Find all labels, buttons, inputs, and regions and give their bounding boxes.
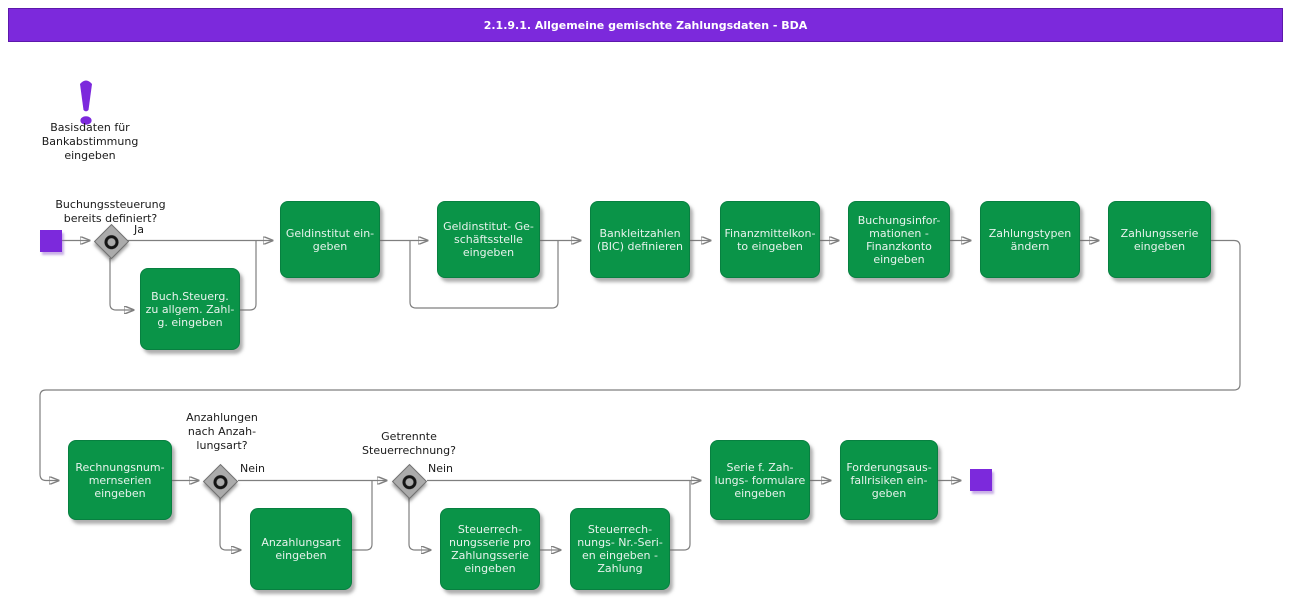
start-node — [40, 230, 62, 252]
task-anzahlungsart-eingeben[interactable]: Anzahlungsart eingeben — [250, 508, 352, 590]
decision-2-question: Anzahlungen nach Anzah- lungsart? — [186, 411, 258, 452]
task-bankleitzahlen-definieren[interactable]: Bankleitzahlen (BIC) definieren — [590, 201, 690, 278]
gateway-ring-icon — [101, 231, 122, 252]
connector-steuerserien-merge — [670, 481, 691, 551]
connector-decision2-down — [219, 498, 241, 550]
decision-3-branch-label: Nein — [428, 462, 454, 475]
diagram-title: 2.1.9.1. Allgemeine gemischte Zahlungsda… — [483, 18, 808, 32]
task-zahlungsserie-eingeben[interactable]: Zahlungsserie eingeben — [1108, 201, 1211, 278]
task-steuerrechnungsserie-eingeben[interactable]: Steuerrech- nungsserie pro Zahlungsserie… — [440, 508, 540, 590]
connector-anzahlungsart-merge — [352, 481, 373, 551]
decision-1-gateway-icon — [93, 223, 130, 260]
connector-buchsteuerg-merge — [240, 241, 257, 311]
exclamation-icon — [80, 80, 92, 125]
task-geschaeftsstelle-eingeben[interactable]: Geldinstitut- Ge- schäftsstelle eingeben — [437, 201, 540, 278]
end-node — [970, 469, 992, 491]
task-serie-zahlungsformulare-eingeben[interactable]: Serie f. Zah- lungs- formulare eingeben — [710, 440, 810, 520]
decision-1-question: Buchungssteuerung bereits definiert? — [55, 198, 166, 225]
task-forderungsausfallrisiken-eingeben[interactable]: Forderungsaus- fallrisiken ein- geben — [840, 440, 938, 520]
connector-decision3-down — [408, 498, 431, 550]
task-rechnungsnummernserien-eingeben[interactable]: Rechnungsnum- mernserien eingeben — [68, 440, 172, 520]
annotation-text: Basisdaten für Bankabstimmung eingeben — [41, 121, 139, 162]
decision-2-branch-label: Nein — [240, 462, 266, 475]
decision-3-question: Getrennte Steuerrechnung? — [362, 430, 456, 457]
task-zahlungstypen-aendern[interactable]: Zahlungstypen ändern — [980, 201, 1080, 278]
task-buchungsinformationen-eingeben[interactable]: Buchungsinfor- mationen - Finanzkonto ei… — [848, 201, 950, 278]
diagram-title-bar: 2.1.9.1. Allgemeine gemischte Zahlungsda… — [8, 8, 1283, 42]
decision-1-branch-label: Ja — [134, 223, 144, 236]
task-finanzmittelkonto-eingeben[interactable]: Finanzmittelkon- to eingeben — [720, 201, 820, 278]
task-steuerrechnungs-nrserien-eingeben[interactable]: Steuerrech- nungs- Nr.-Seri- en eingeben… — [570, 508, 670, 590]
gateway-ring-icon — [210, 471, 231, 492]
task-buchsteuerung-eingeben[interactable]: Buch.Steuerg. zu allgem. Zahl- g. eingeb… — [140, 268, 240, 350]
decision-3-gateway-icon — [391, 463, 428, 500]
connector-decision1-down — [109, 258, 134, 310]
gateway-ring-icon — [399, 471, 420, 492]
decision-2-gateway-icon — [202, 463, 239, 500]
task-geldinstitut-eingeben[interactable]: Geldinstitut ein- geben — [280, 201, 380, 278]
